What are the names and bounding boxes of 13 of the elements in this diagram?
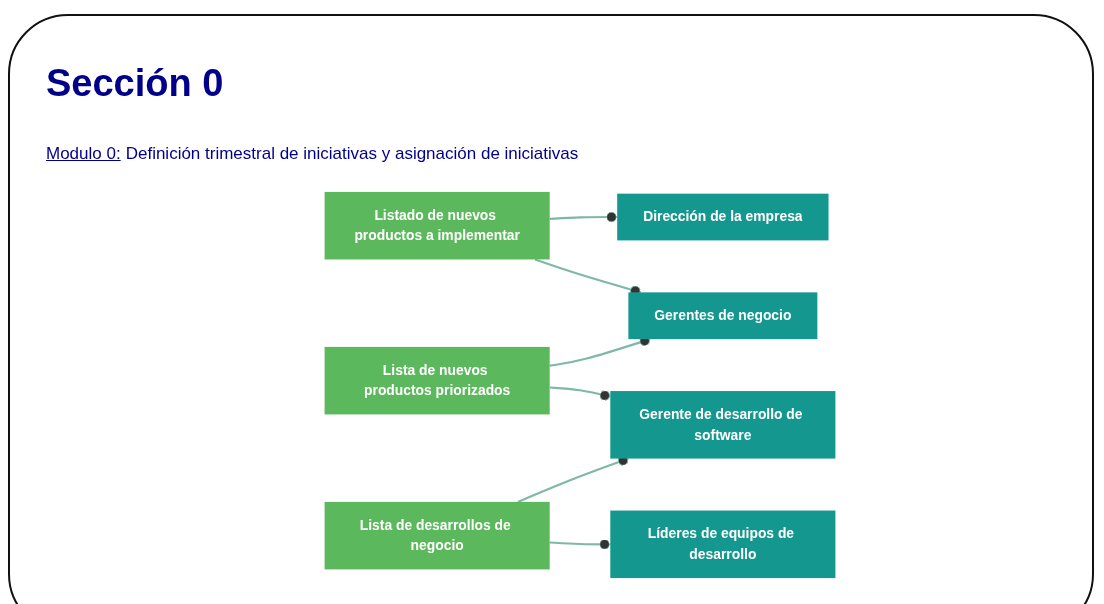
connector	[549, 539, 611, 550]
node-box: Lista de nuevos productos priorizados	[324, 346, 550, 415]
node-box: Líderes de equipos de desarrollo	[610, 510, 836, 579]
connector	[549, 386, 611, 401]
connector	[549, 211, 618, 223]
title: Sección 0	[46, 62, 224, 105]
node-box: Gerentes de negocio	[628, 292, 818, 340]
node-box: Lista de desarrollos de negocio	[324, 501, 550, 570]
module-link: Modulo 0:	[46, 144, 121, 164]
module-description: Definición trimestral de iniciativas y asignación de iniciativas	[125, 144, 579, 164]
node-box: Listado de nuevos productos a implementar	[324, 191, 550, 260]
node-box: Gerente de desarrollo de software	[610, 391, 836, 459]
node-box: Dirección de la empresa	[617, 193, 829, 241]
